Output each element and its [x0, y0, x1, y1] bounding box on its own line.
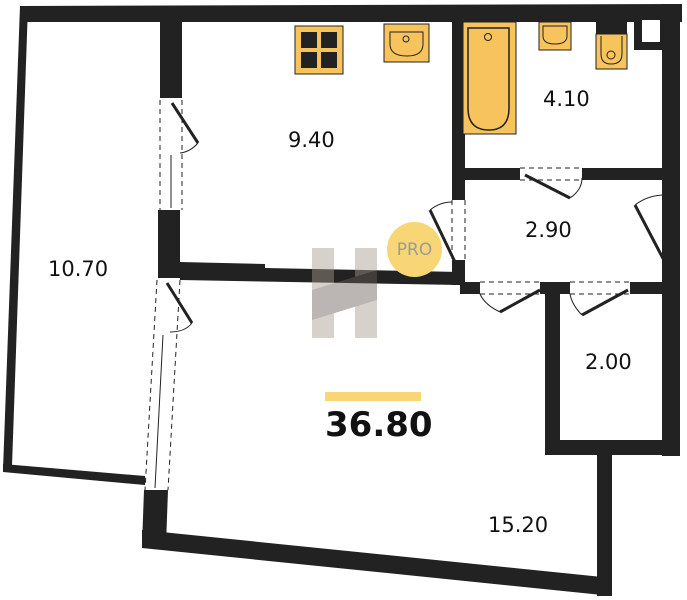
hall-wall-bottom-a: [460, 282, 480, 294]
outer-wall-left: [3, 6, 28, 470]
kitchen-living-wall: [180, 262, 460, 285]
shaft-inner: [642, 20, 660, 42]
storage-wall-left: [545, 290, 560, 455]
room-area-bathroom: 4.10: [543, 87, 590, 111]
outer-wall-right-lower: [597, 450, 612, 596]
bathtub-icon: [462, 21, 517, 135]
outer-wall-top: [20, 4, 682, 22]
kitchen-bath-divider: [452, 20, 465, 200]
kitchen-sink-icon: [383, 23, 430, 63]
outer-wall-right: [662, 4, 680, 456]
door-leaf: [428, 209, 457, 263]
door-leaf: [633, 204, 670, 269]
door-leaf: [499, 288, 541, 314]
doors-windows: [144, 100, 679, 491]
toilet-icon: [595, 20, 628, 70]
door-leaf: [165, 282, 194, 324]
room-area-living-room: 15.20: [488, 513, 549, 537]
fixtures: [294, 20, 628, 135]
bath-sink-icon: [538, 21, 572, 51]
hall-wall-bottom-b: [540, 282, 570, 294]
walls: [3, 4, 682, 596]
door-leaf: [170, 102, 200, 144]
stove-icon: [294, 25, 344, 75]
outer-wall-bottom: [142, 530, 612, 596]
total-area-accent-bar: [325, 392, 421, 401]
bath-wall-bottom-a: [455, 168, 520, 180]
door-leaf: [581, 288, 629, 317]
room-area-kitchen: 9.40: [288, 128, 335, 152]
balcony-wall-bottom: [3, 464, 145, 485]
storage-wall-bottom: [545, 440, 680, 455]
balcony-divider-column: [158, 210, 180, 278]
hall-wall-bottom-c: [630, 282, 670, 294]
door-leaf: [524, 173, 571, 200]
bath-wall-bottom-b: [582, 168, 667, 180]
total-area: 36.80: [325, 405, 433, 445]
balcony-divider-upper: [160, 10, 182, 98]
room-area-hallway: 2.90: [525, 218, 572, 242]
watermark-logo: [312, 248, 377, 338]
room-area-balcony: 10.70: [48, 257, 109, 281]
pro-badge: PRO: [387, 222, 442, 277]
room-area-storage: 2.00: [585, 350, 632, 374]
